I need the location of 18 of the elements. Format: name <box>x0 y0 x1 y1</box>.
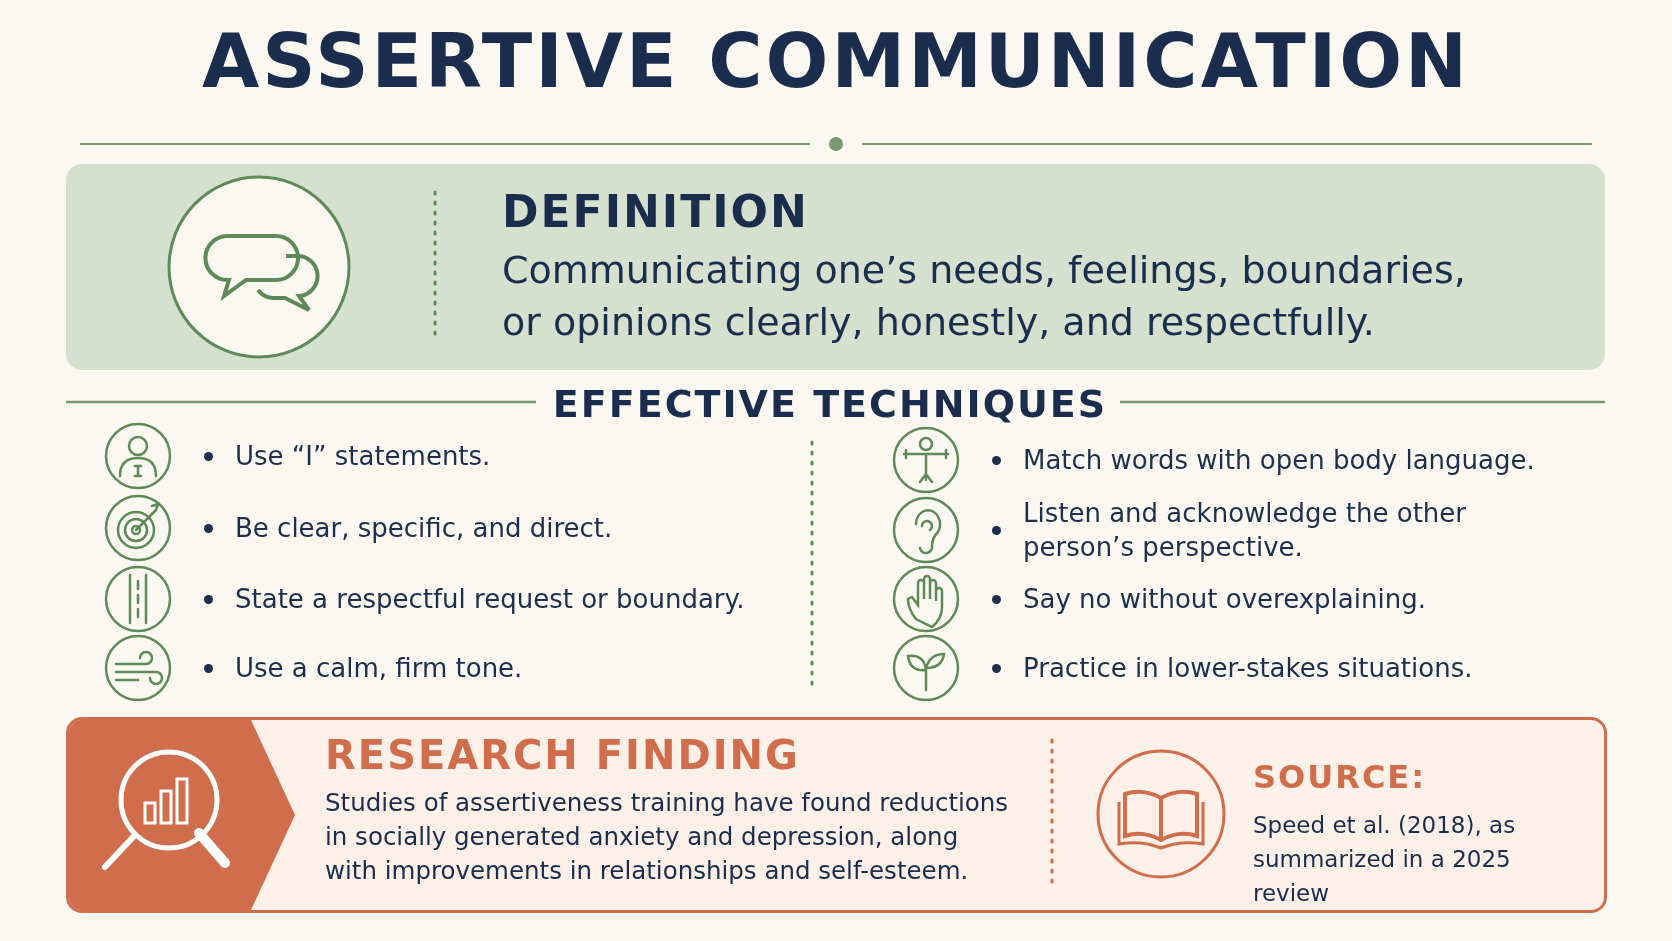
technique-text: Say no without overexplaining. <box>1023 583 1427 616</box>
definition-panel <box>66 164 1605 370</box>
definition-heading: DEFINITION <box>502 186 809 237</box>
technique-text: Use “I” statements. <box>235 440 492 473</box>
technique-text: Listen and acknowledge the other person’s perspective. <box>1023 497 1467 564</box>
technique-text: Use a calm, firm tone. <box>235 652 524 685</box>
research-text: Studies of assertiveness training have found reductions in socially generated anxiety and depression, along with improvements in relationships and self-esteem. <box>325 787 1010 887</box>
research-heading: RESEARCH FINDING <box>325 732 800 778</box>
research-panel <box>66 717 1607 913</box>
technique-text: Practice in lower-stakes situations. <box>1023 652 1474 685</box>
source-heading: SOURCE: <box>1253 758 1426 796</box>
title-heading: ASSERTIVE COMMUNICATION <box>200 18 1472 104</box>
technique-text: Match words with open body language. <box>1023 444 1536 477</box>
definition-text: Communicating one’s needs, feelings, boundaries, or opinions clearly, honestly, and respectfully. <box>502 247 1467 346</box>
technique-text: State a respectful request or boundary. <box>235 583 746 616</box>
technique-text: Be clear, specific, and direct. <box>235 512 614 545</box>
section-heading: EFFECTIVE TECHNIQUES <box>551 382 1109 426</box>
source-text: Speed et al. (2018), as summarized in a 2025 review <box>1253 811 1517 908</box>
